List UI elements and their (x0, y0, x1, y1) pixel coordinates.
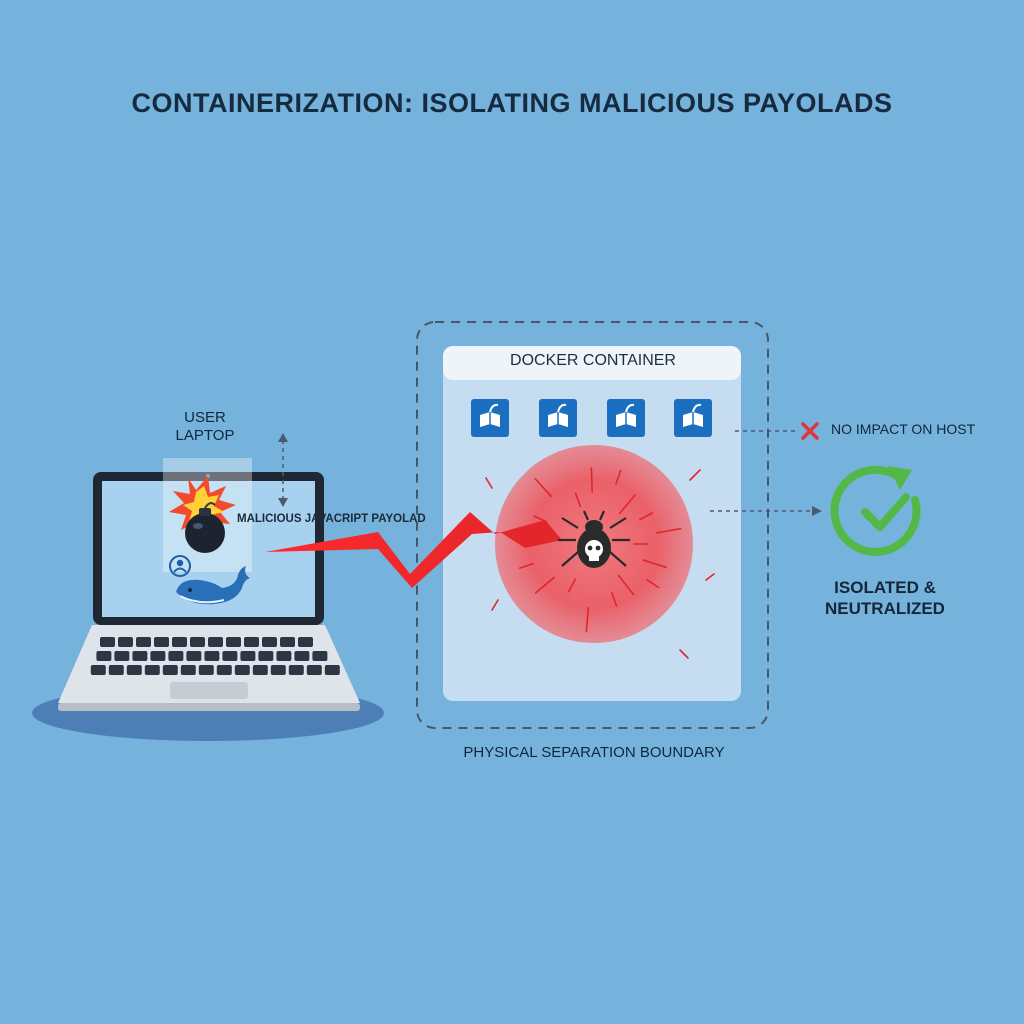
service-tiles (471, 399, 712, 437)
boundary-label: PHYSICAL SEPARATION BOUNDARY (463, 744, 725, 761)
keyboard-key (234, 665, 250, 675)
keyboard-key (312, 651, 328, 661)
crack-line (485, 477, 493, 489)
keyboard-key (198, 665, 214, 675)
keyboard-key (154, 637, 169, 647)
crack-line (679, 649, 689, 659)
crack-line (656, 527, 682, 534)
keyboard-key (294, 651, 310, 661)
keyboard-key (90, 665, 106, 675)
keyboard-key (190, 637, 205, 647)
crack-line (639, 512, 654, 521)
keyboard-key (258, 651, 274, 661)
crack-line (642, 559, 668, 569)
keyboard (90, 637, 340, 675)
keyboard-key (262, 637, 277, 647)
crack-line (574, 492, 582, 508)
keyboard-key (270, 665, 286, 675)
crack-line (567, 578, 577, 593)
crack-line (615, 469, 622, 485)
keyboard-key (324, 665, 340, 675)
result-link (710, 506, 822, 516)
laptop-base-edge (58, 703, 360, 711)
book-icon (471, 399, 509, 437)
trackpad (170, 682, 248, 699)
crack-line (705, 573, 715, 581)
user-laptop-label: USER LAPTOP (175, 409, 235, 444)
book-icon (539, 399, 577, 437)
skull-bug-icon (558, 510, 630, 568)
crack-line (617, 574, 635, 596)
crack-line (491, 599, 499, 611)
keyboard-key (150, 651, 166, 661)
container-label: DOCKER CONTAINER (510, 352, 676, 369)
keyboard-key (186, 651, 202, 661)
keyboard-key (132, 651, 148, 661)
keyboard-key (136, 637, 151, 647)
keyboard-key (180, 665, 196, 675)
lightning-bolt (265, 512, 562, 588)
crack-line (646, 578, 660, 589)
crack-line (610, 592, 618, 607)
crack-line (590, 467, 593, 493)
book-icon (607, 399, 645, 437)
keyboard-key (100, 637, 115, 647)
keyboard-key (172, 637, 187, 647)
keyboard-key (216, 665, 232, 675)
refresh-check-icon (830, 465, 921, 556)
keyboard-key (252, 665, 268, 675)
keyboard-key (288, 665, 304, 675)
keyboard-key (168, 651, 184, 661)
isolation-boundary (416, 321, 769, 729)
keyboard-key (96, 651, 112, 661)
threat-cracks (485, 467, 715, 659)
keyboard-key (108, 665, 124, 675)
keyboard-key (280, 637, 295, 647)
vertical-link-arrow (278, 433, 288, 507)
keyboard-key (126, 665, 142, 675)
keyboard-key (222, 651, 238, 661)
isolated-label: ISOLATED & NEUTRALIZED (825, 578, 945, 618)
cross-icon (801, 422, 819, 440)
keyboard-key (244, 637, 259, 647)
keyboard-key (306, 665, 322, 675)
keyboard-key (144, 665, 160, 675)
crack-line (585, 606, 590, 633)
container-header (443, 346, 741, 380)
keyboard-key (240, 651, 256, 661)
keyboard-key (298, 637, 313, 647)
crack-line (618, 494, 636, 515)
keyboard-key (162, 665, 178, 675)
docker-whale-icon (176, 566, 250, 605)
no-impact-label: NO IMPACT ON HOST (831, 421, 976, 437)
crack-line (519, 562, 534, 569)
crack-line (534, 477, 552, 498)
payload-label: MALICIOUS JAVACRIPT PAYOLAD (237, 513, 426, 525)
keyboard-key (114, 651, 130, 661)
keyboard-key (276, 651, 292, 661)
user-icon (169, 555, 191, 577)
diagram-title: CONTAINERIZATION: ISOLATING MALICIOUS PA… (131, 88, 893, 118)
keyboard-key (208, 637, 223, 647)
keyboard-key (226, 637, 241, 647)
crack-line (689, 469, 701, 481)
crack-line (534, 576, 555, 594)
keyboard-key (118, 637, 133, 647)
bomb-icon (185, 502, 225, 553)
keyboard-key (204, 651, 220, 661)
book-icon (674, 399, 712, 437)
